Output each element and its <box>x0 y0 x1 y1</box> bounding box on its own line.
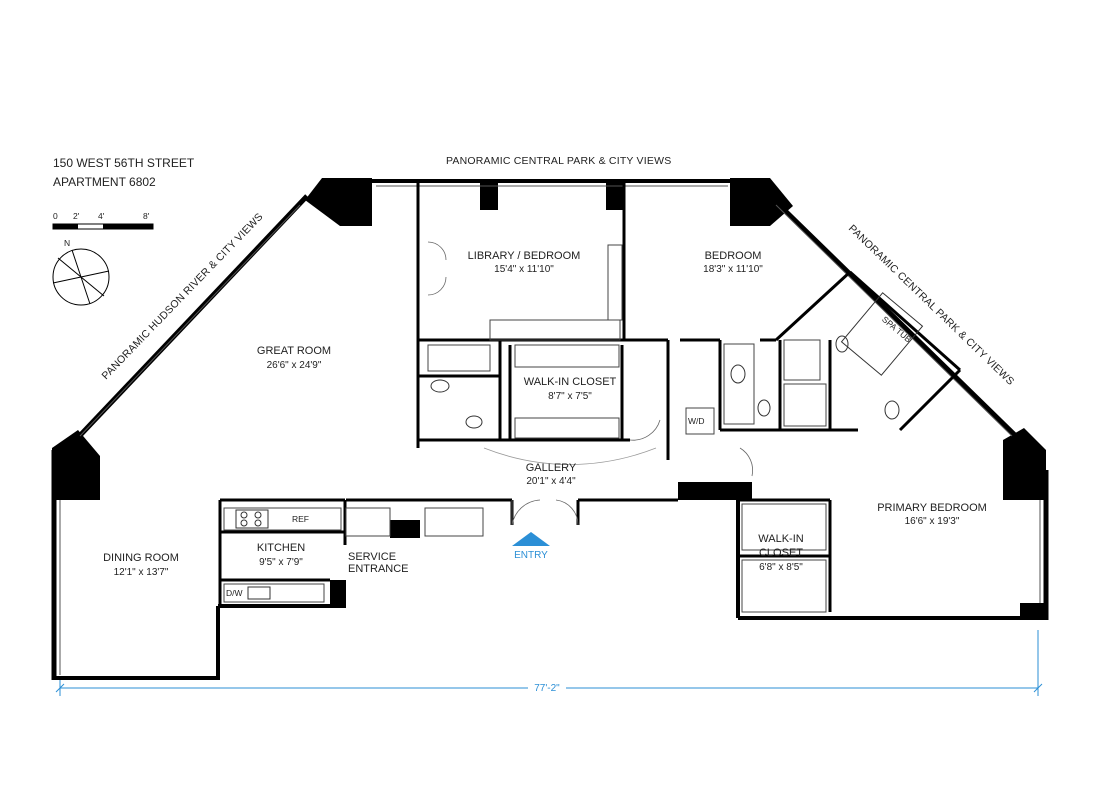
room-name: WALK-IN CLOSET <box>524 376 617 388</box>
room-dimensions: 8'7" x 7'5" <box>548 391 592 402</box>
scale-tick-0: 0 <box>53 211 58 221</box>
room-name: PRIMARY BEDROOM <box>877 502 987 514</box>
entry-label: ENTRY <box>514 550 548 561</box>
overall-width-label: 77'-2" <box>534 683 560 694</box>
windows <box>59 185 1041 675</box>
wd-label: W/D <box>688 416 705 426</box>
room-gallery: GALLERY 20'1" x 4'4" <box>526 462 577 487</box>
entry-marker: ENTRY <box>512 532 550 561</box>
room-dimensions: 16'6" x 19'3" <box>905 516 960 527</box>
room-bedroom: BEDROOM 18'3" x 11'10" <box>703 250 763 275</box>
sink-icon <box>884 400 900 420</box>
service-entrance-line1: SERVICE <box>348 551 396 563</box>
ref-label: REF <box>292 514 309 524</box>
sink-icon <box>247 586 271 600</box>
room-walkin-closet: WALK-IN CLOSET 8'7" x 7'5" <box>524 376 617 402</box>
service-entrance: SERVICE ENTRANCE <box>348 551 409 575</box>
compass-icon: N <box>52 238 110 306</box>
entry-arrow-icon <box>512 532 550 546</box>
cooktop-icon <box>235 509 269 529</box>
exterior-walls <box>51 179 1049 680</box>
compass-north-label: N <box>64 238 70 248</box>
interior-walls <box>218 181 962 612</box>
spa-tub-icon <box>840 292 924 376</box>
room-name: DINING ROOM <box>103 552 179 564</box>
room-dimensions: 20'1" x 4'4" <box>526 476 576 487</box>
sink-icon <box>430 379 450 393</box>
bath-fixtures <box>430 292 924 429</box>
room-dimensions: 26'6" x 24'9" <box>267 360 322 371</box>
built-in-cabinetry <box>223 244 827 613</box>
room-dimensions: 12'1" x 13'7" <box>114 567 169 578</box>
sink-icon <box>730 364 746 384</box>
room-name-line1: WALK-IN <box>758 533 803 545</box>
scale-tick-8: 8' <box>143 211 150 221</box>
toilet-icon <box>835 335 849 353</box>
room-dining-room: DINING ROOM 12'1" x 13'7" <box>103 552 179 578</box>
apartment-subtitle: APARTMENT 6802 <box>53 175 156 189</box>
scale-bar: 0 2' 4' 8' <box>52 211 154 230</box>
room-library: LIBRARY / BEDROOM 15'4" x 11'10" <box>468 250 581 275</box>
scale-tick-4: 4' <box>98 211 105 221</box>
room-name: BEDROOM <box>705 250 762 262</box>
structural-columns <box>52 178 1048 620</box>
room-name: GREAT ROOM <box>257 345 331 357</box>
view-label-right: PANORAMIC CENTRAL PARK & CITY VIEWS <box>846 223 1016 388</box>
toilet-icon <box>465 415 483 429</box>
room-name: LIBRARY / BEDROOM <box>468 250 581 262</box>
room-dimensions: 15'4" x 11'10" <box>494 264 554 275</box>
kitchen-fixtures <box>235 509 271 600</box>
room-kitchen: KITCHEN 9'5" x 7'9" <box>257 542 305 568</box>
room-great-room: GREAT ROOM 26'6" x 24'9" <box>257 345 331 371</box>
toilet-icon <box>757 399 771 417</box>
service-entrance-line2: ENTRANCE <box>348 563 409 575</box>
room-name: KITCHEN <box>257 542 305 554</box>
address-title: 150 WEST 56TH STREET <box>53 156 195 170</box>
dw-label: D/W <box>226 588 243 598</box>
scale-tick-2: 2' <box>73 211 80 221</box>
view-label-top: PANORAMIC CENTRAL PARK & CITY VIEWS <box>446 155 671 167</box>
room-primary-bedroom: PRIMARY BEDROOM 16'6" x 19'3" <box>877 502 987 527</box>
room-name-line2: CLOSET <box>759 547 803 559</box>
room-dimensions: 18'3" x 11'10" <box>703 264 763 275</box>
room-primary-closet: WALK-IN CLOSET 6'8" x 8'5" <box>758 533 803 573</box>
room-dimensions: 6'8" x 8'5" <box>759 562 803 573</box>
room-dimensions: 9'5" x 7'9" <box>259 557 303 568</box>
door-swings <box>427 241 753 526</box>
room-name: GALLERY <box>526 462 577 474</box>
view-label-left: PANORAMIC HUDSON RIVER & CITY VIEWS <box>100 211 266 382</box>
